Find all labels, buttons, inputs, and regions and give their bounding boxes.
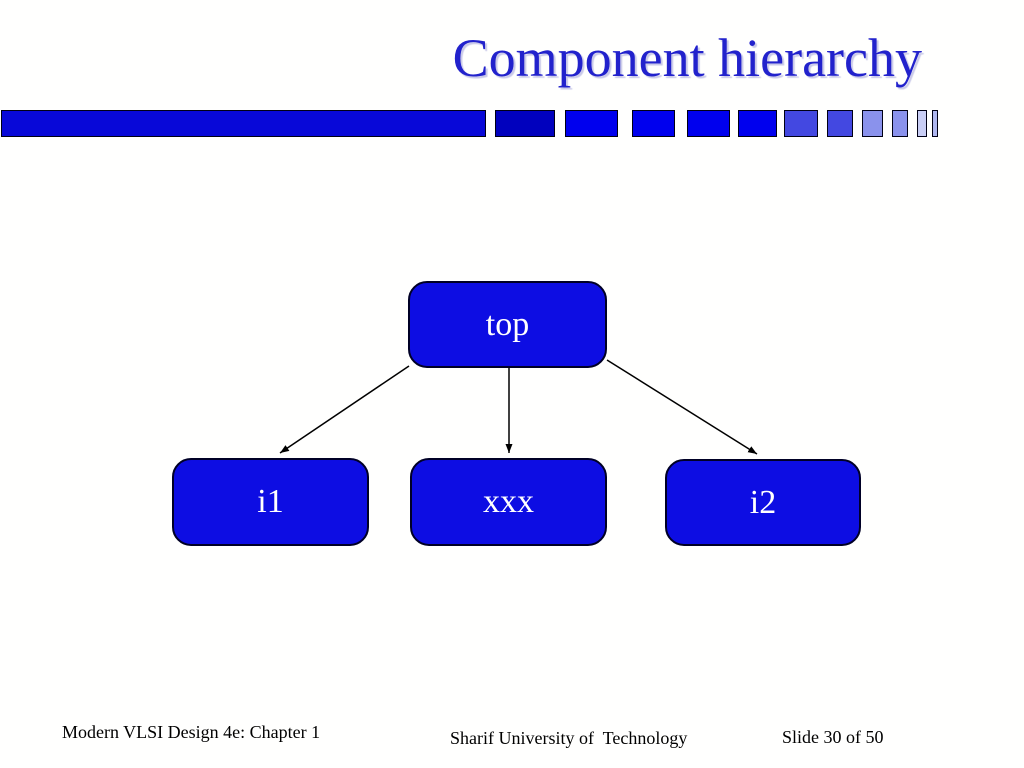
bar-segment xyxy=(892,110,908,137)
bar-segment xyxy=(687,110,730,137)
node-i1-label: i1 xyxy=(257,483,284,520)
node-i2: i2 xyxy=(665,459,861,546)
decorative-bar xyxy=(0,110,1024,139)
node-i1: i1 xyxy=(172,458,369,546)
slide-title: Component hierarchy xyxy=(452,28,922,88)
footer-university: Sharif University of Technology xyxy=(450,728,688,748)
bar-segment xyxy=(632,110,675,137)
edge-top-i1 xyxy=(279,365,410,454)
bar-segment xyxy=(917,110,927,137)
bar-segment xyxy=(738,110,777,137)
bar-segment xyxy=(932,110,938,137)
footer-slide-number: Slide 30 of 50 xyxy=(782,727,884,747)
bar-segment xyxy=(1,110,486,137)
node-i2-label: i2 xyxy=(749,483,777,521)
bar-segment xyxy=(827,110,853,137)
node-xxx: xxx xyxy=(410,458,607,546)
edge-top-i2 xyxy=(606,359,758,455)
bar-segment xyxy=(495,110,555,137)
footer-book-title: Modern VLSI Design 4e: Chapter 1 xyxy=(62,722,321,742)
node-xxx-label: xxx xyxy=(483,483,534,520)
bar-segment xyxy=(784,110,818,137)
node-top-label: top xyxy=(485,305,530,343)
bar-segment xyxy=(565,110,618,137)
node-top: top xyxy=(408,281,607,368)
bar-segment xyxy=(862,110,883,137)
